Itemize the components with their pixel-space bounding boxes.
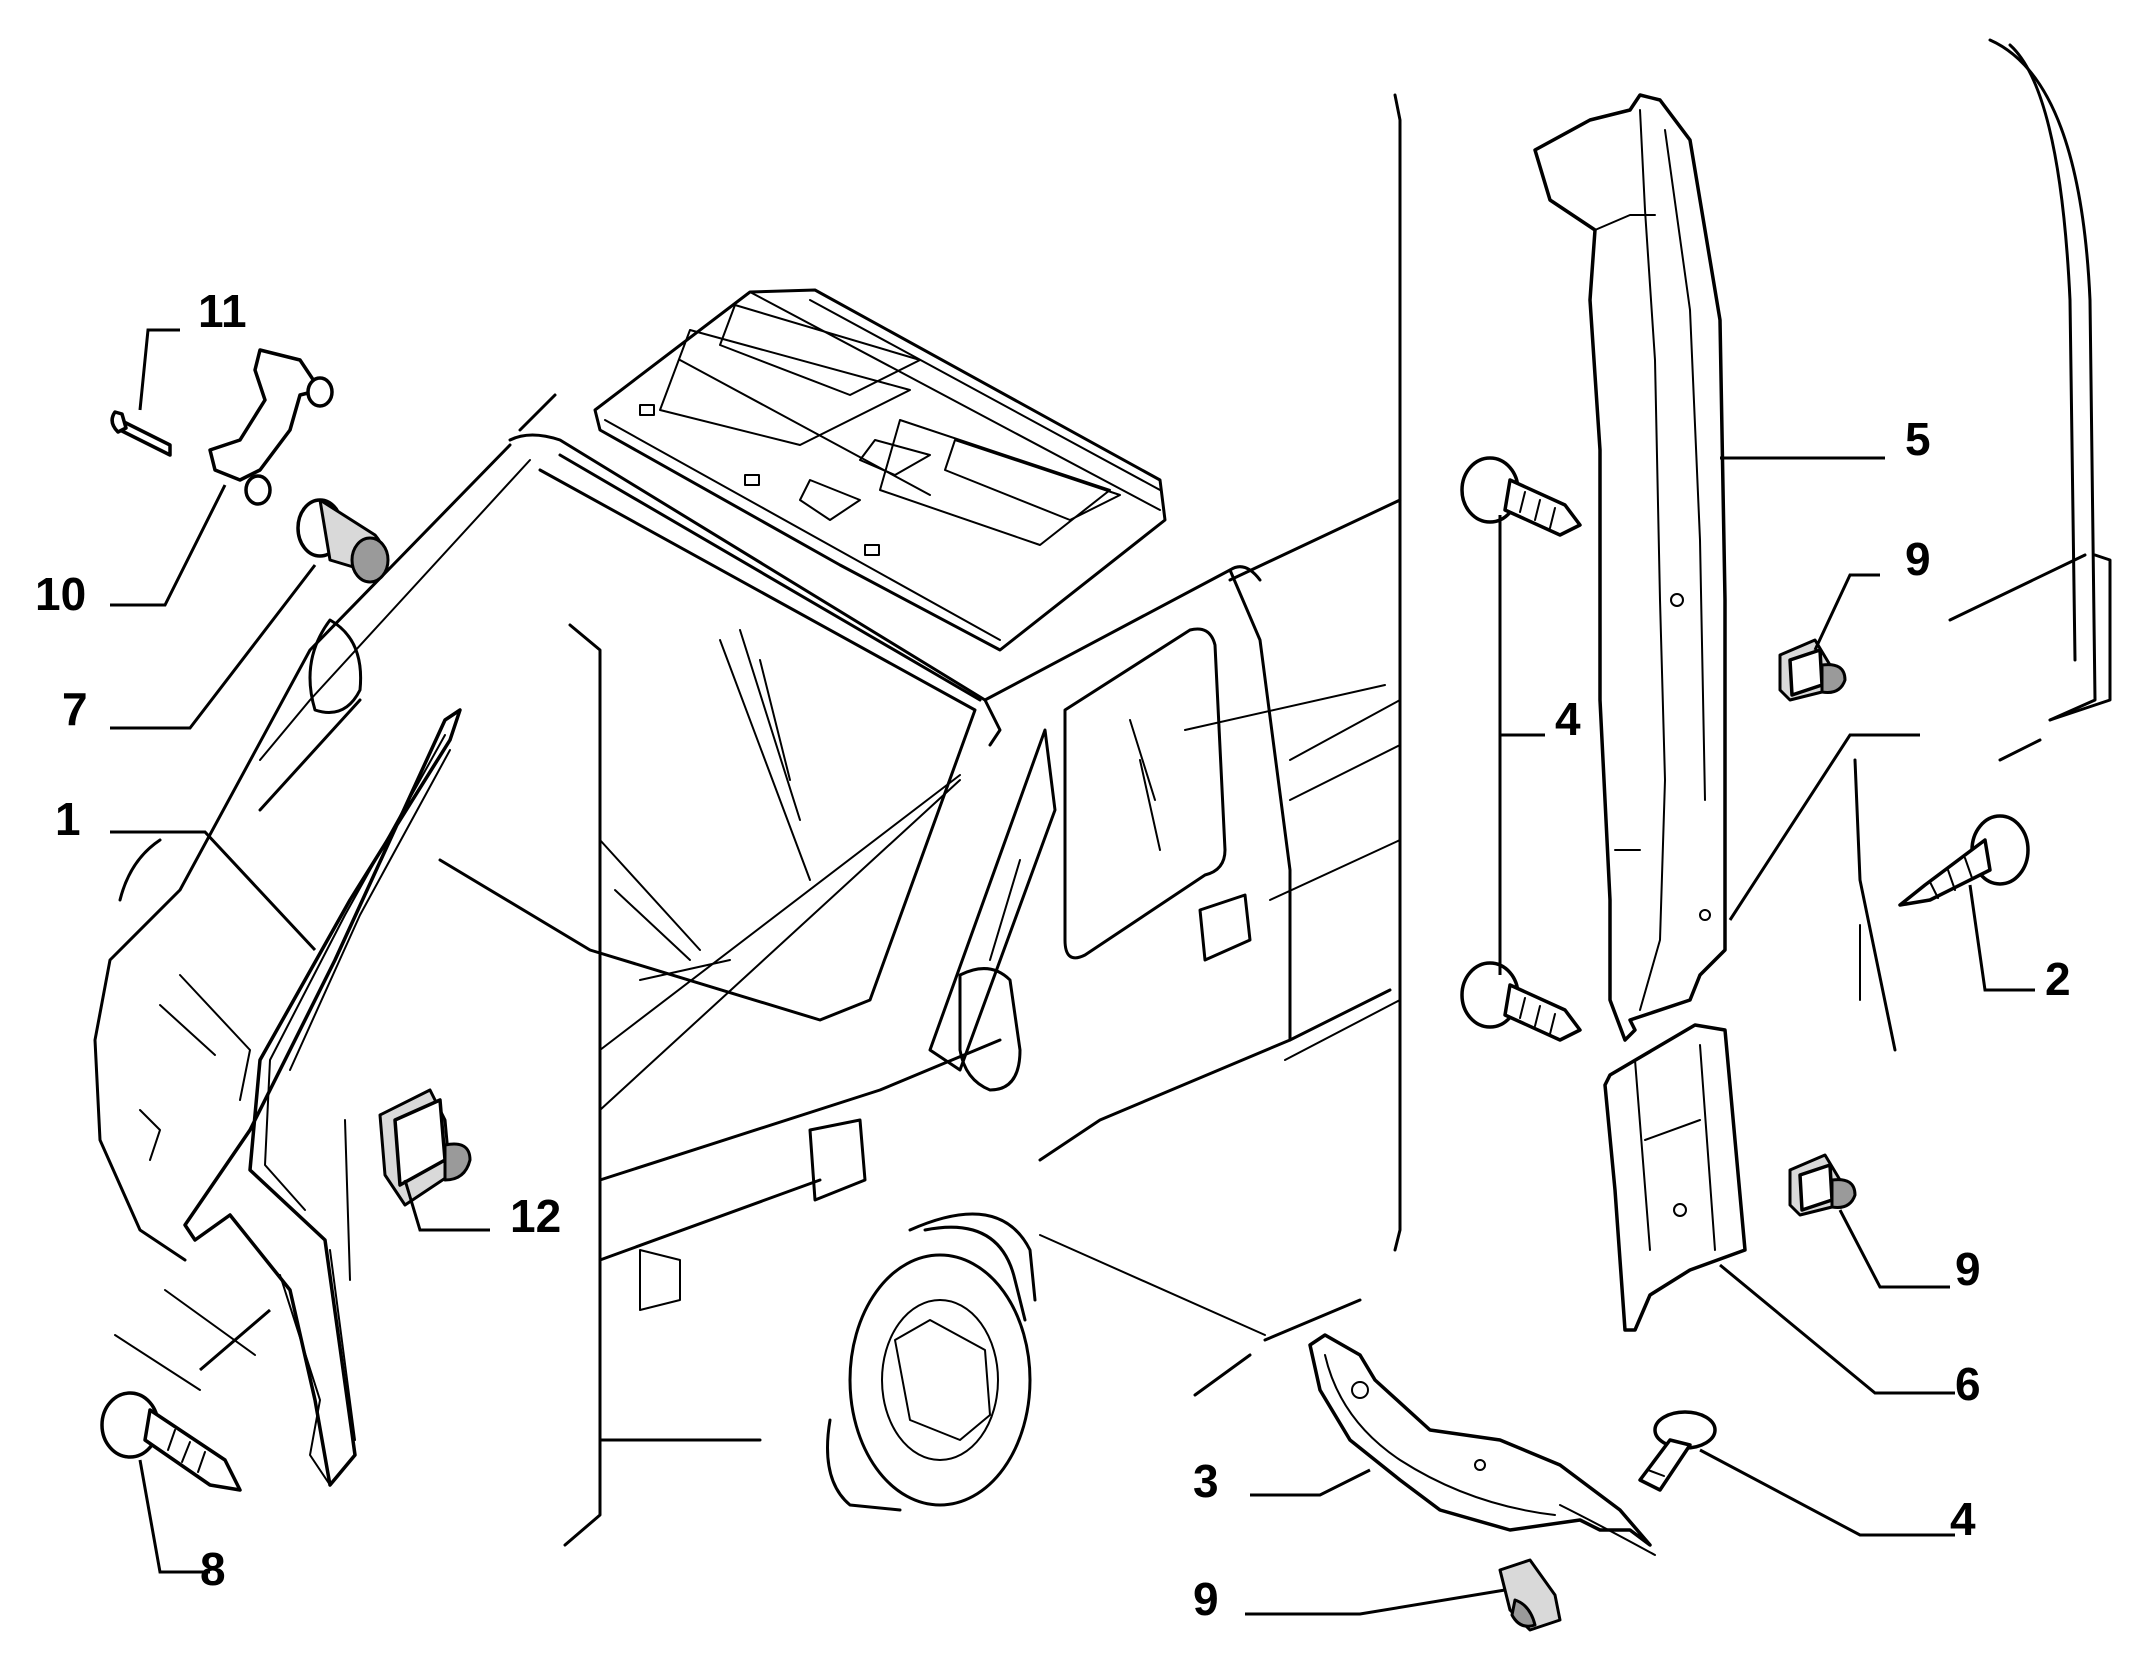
part-3-sill-trim	[1308, 1333, 1656, 1556]
callout-3: 3	[1193, 1455, 1219, 1507]
part-4-screw-lower	[1460, 961, 1582, 1042]
callout-12: 12	[510, 1190, 561, 1242]
callout-5: 5	[1905, 413, 1931, 465]
part-8-screw	[100, 1391, 242, 1492]
callout-1: 1	[55, 793, 81, 845]
van-illustration	[93, 288, 1402, 1512]
van-rear-outline	[1948, 38, 2112, 762]
part-2-screw	[1898, 814, 2030, 907]
callout-9-upper: 9	[1905, 533, 1931, 585]
callout-4-lower: 4	[1950, 1493, 1976, 1545]
exploded-frames	[114, 93, 1897, 1547]
callout-leaders	[110, 328, 2035, 1616]
part-9-clip-upper	[1778, 638, 1847, 702]
part-5-b-pillar-trim	[1533, 93, 1727, 1042]
callout-7: 7	[62, 683, 88, 735]
part-4-screw-upper	[1460, 456, 1582, 537]
callout-9-middle: 9	[1955, 1243, 1981, 1295]
part-9-clip-lower	[1498, 1558, 1562, 1632]
part-11-screw	[110, 410, 172, 457]
callout-9-lower: 9	[1193, 1573, 1219, 1625]
callout-11: 11	[198, 285, 247, 337]
part-9-clip-middle	[1788, 1153, 1857, 1217]
callout-2: 2	[2045, 953, 2071, 1005]
callout-6: 6	[1955, 1358, 1981, 1410]
part-7-grommet	[296, 498, 390, 584]
callout-8: 8	[200, 1543, 226, 1595]
part-4-screw-bottom	[1638, 1410, 1717, 1492]
callout-10: 10	[35, 568, 86, 620]
part-12-clip	[378, 1088, 472, 1207]
part-6-lower-trim	[1603, 1023, 1747, 1332]
roof-rack	[593, 288, 1167, 652]
part-10-bracket	[208, 348, 334, 506]
callout-labels: 11 10 7 1 12 8 5 9 4 2 9 6 3 4 9	[35, 285, 2071, 1625]
callout-4-upper: 4	[1555, 693, 1581, 745]
part-1-a-pillar-trim	[183, 708, 462, 1487]
